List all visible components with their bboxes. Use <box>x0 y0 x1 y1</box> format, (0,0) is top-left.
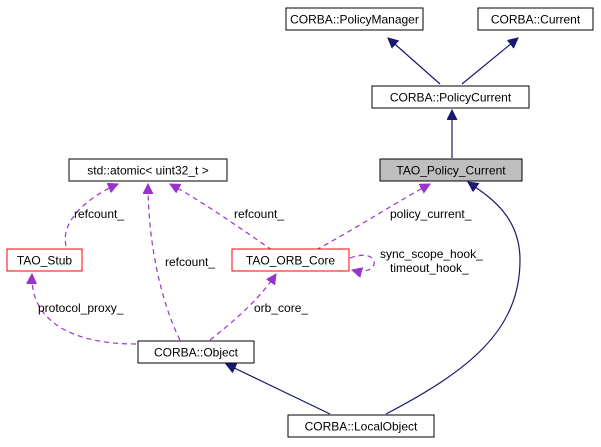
node-policy-manager-label: CORBA::PolicyManager <box>290 13 419 27</box>
edge-policycurrent-to-policymanager <box>388 38 441 85</box>
node-tao-orb-core[interactable]: TAO_ORB_Core <box>231 248 350 272</box>
label-protocol-proxy: protocol_proxy_ <box>38 301 124 315</box>
inheritance-edges <box>226 38 521 415</box>
edge-orbcore-selfloop <box>349 254 375 271</box>
node-tao-policy-current-label: TAO_Policy_Current <box>396 164 506 178</box>
label-timeout-hook: timeout_hook_ <box>390 261 469 275</box>
node-local-object-label: CORBA::LocalObject <box>305 420 418 434</box>
label-policy-current: policy_current_ <box>390 207 472 221</box>
node-corba-object[interactable]: CORBA::Object <box>137 340 255 364</box>
node-tao-policy-current[interactable]: TAO_Policy_Current <box>379 158 523 182</box>
label-orb-core: orb_core_ <box>254 301 308 315</box>
node-local-object[interactable]: CORBA::LocalObject <box>287 414 435 438</box>
label-object-refcount: refcount_ <box>165 255 215 269</box>
edge-orbcore-policycurrent <box>315 183 430 251</box>
node-current[interactable]: CORBA::Current <box>477 7 594 31</box>
node-std-atomic-label: std::atomic< uint32_t > <box>87 164 208 178</box>
edge-stub-refcount <box>64 184 118 247</box>
label-orb-refcount: refcount_ <box>234 207 284 221</box>
node-policy-current-label: CORBA::PolicyCurrent <box>390 91 512 105</box>
nodes: CORBA::PolicyManager CORBA::Current CORB… <box>6 7 594 438</box>
node-tao-stub-label: TAO_Stub <box>17 254 72 268</box>
node-policy-manager[interactable]: CORBA::PolicyManager <box>285 7 424 31</box>
edge-orbcore-refcount <box>170 183 273 251</box>
node-tao-orb-core-label: TAO_ORB_Core <box>246 254 335 268</box>
node-current-label: CORBA::Current <box>491 13 581 27</box>
label-stub-refcount: refcount_ <box>74 207 124 221</box>
edge-object-orbcore <box>209 274 276 341</box>
label-sync-scope-hook: sync_scope_hook_ <box>380 247 483 261</box>
edge-labels: refcount_ refcount_ refcount_ policy_cur… <box>38 207 483 315</box>
edge-object-protocolproxy <box>32 274 137 345</box>
edge-localobject-to-object <box>226 364 331 415</box>
edge-policycurrent-to-current <box>461 38 518 85</box>
edge-localobject-to-taopolicycurrent <box>385 182 521 415</box>
node-std-atomic[interactable]: std::atomic< uint32_t > <box>68 158 228 182</box>
node-corba-object-label: CORBA::Object <box>154 346 239 360</box>
edge-object-refcount <box>148 184 181 341</box>
usage-edges <box>32 183 430 345</box>
node-policy-current[interactable]: CORBA::PolicyCurrent <box>371 85 530 109</box>
node-tao-stub[interactable]: TAO_Stub <box>6 248 83 272</box>
